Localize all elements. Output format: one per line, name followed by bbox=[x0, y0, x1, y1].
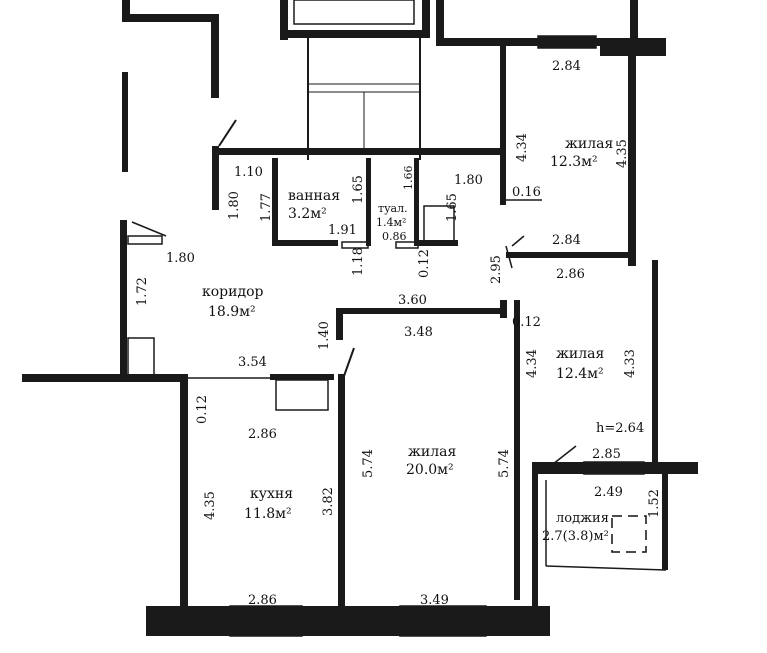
dim-label: 2.86 bbox=[248, 427, 277, 442]
wall bbox=[422, 0, 430, 38]
dim-label: 2.86 bbox=[248, 593, 277, 608]
room-name-loggia: лоджия bbox=[556, 511, 609, 526]
dim-label: 1.72 bbox=[135, 277, 150, 306]
room-area-loggia: 2.7(3.8)м² bbox=[542, 529, 609, 544]
stair-box bbox=[293, 0, 415, 25]
wall bbox=[662, 470, 668, 570]
dim-label: 5.74 bbox=[361, 449, 376, 478]
dim-label: 4.34 bbox=[525, 349, 540, 378]
dim-label: 0.12 bbox=[512, 315, 541, 330]
dim-label: 1.52 bbox=[647, 489, 662, 518]
wall bbox=[22, 374, 186, 382]
wall bbox=[506, 252, 636, 258]
room-labels: жилая 12.3м² ванная 3.2м² туал. 1.4м² ко… bbox=[202, 136, 644, 544]
wall bbox=[280, 0, 288, 40]
dim-label: 1.65 bbox=[351, 175, 366, 204]
wall bbox=[122, 72, 128, 172]
wall bbox=[272, 158, 278, 246]
dim-label: 5.74 bbox=[497, 449, 512, 478]
dim-label: 2.84 bbox=[552, 233, 581, 248]
room-area-living-top: 12.3м² bbox=[550, 154, 598, 170]
dim-label: 1.91 bbox=[328, 223, 357, 238]
dim-label: 1.65 bbox=[445, 193, 460, 222]
wall bbox=[628, 46, 636, 266]
dim-label: 3.49 bbox=[420, 593, 449, 608]
dim-label: 3.82 bbox=[321, 487, 336, 516]
wall bbox=[514, 300, 520, 600]
dim-label: 4.33 bbox=[623, 349, 638, 378]
wall bbox=[122, 0, 130, 22]
dim-label: 3.48 bbox=[404, 325, 433, 340]
room-area-corridor: 18.9м² bbox=[208, 304, 256, 320]
dim-label: 4.34 bbox=[515, 133, 530, 162]
height-note: h=2.64 bbox=[596, 421, 644, 436]
wall bbox=[338, 374, 345, 612]
room-area-kitchen: 11.8м² bbox=[244, 506, 292, 522]
dim-label: 1.80 bbox=[227, 191, 242, 220]
room-name-corridor: коридор bbox=[202, 284, 264, 300]
wall bbox=[120, 220, 127, 380]
dim-label: 2.95 bbox=[489, 255, 504, 284]
wall bbox=[500, 155, 506, 205]
dim-label: 1.40 bbox=[317, 321, 332, 350]
room-name-kitchen: кухня bbox=[250, 486, 293, 502]
dim-label: 3.60 bbox=[398, 293, 427, 308]
dim-label: 0.12 bbox=[417, 249, 432, 278]
bath-door-frame bbox=[341, 241, 369, 249]
walls bbox=[22, 0, 698, 637]
wall bbox=[652, 260, 658, 470]
wall bbox=[218, 148, 504, 155]
wall bbox=[336, 308, 343, 340]
wall bbox=[532, 462, 698, 474]
dim-label: 1.18 bbox=[351, 247, 366, 276]
loggia-dashed-box bbox=[611, 515, 647, 553]
dim-label: 4.35 bbox=[203, 491, 218, 520]
dim-label: 1.77 bbox=[259, 193, 274, 222]
room-name-toilet: туал. bbox=[378, 202, 408, 215]
room-area-living-right: 12.4м² bbox=[556, 366, 604, 382]
room-name-bathroom: ванная bbox=[288, 188, 340, 204]
dim-label: 2.84 bbox=[552, 59, 581, 74]
dim-label: 0.16 bbox=[512, 185, 541, 200]
dim-label: 0.86 bbox=[382, 230, 407, 243]
dim-label: 2.85 bbox=[592, 447, 621, 462]
dim-label: 0.12 bbox=[195, 395, 210, 424]
wall bbox=[336, 308, 506, 314]
wall bbox=[270, 374, 334, 380]
dim-label: 3.54 bbox=[238, 355, 267, 370]
wall bbox=[500, 44, 506, 158]
room-name-living-right: жилая bbox=[556, 346, 604, 362]
wall bbox=[122, 14, 217, 22]
dim-label: 1.80 bbox=[454, 173, 483, 188]
room-area-toilet: 1.4м² bbox=[376, 216, 406, 229]
wall bbox=[280, 30, 430, 38]
dimensions: 2.84 1.10 1.80 0.16 1.91 0.86 1.80 2.84 … bbox=[135, 59, 662, 608]
wall bbox=[211, 14, 219, 98]
dim-label: 2.49 bbox=[594, 485, 623, 500]
dim-label: 1.80 bbox=[166, 251, 195, 266]
room-area-bathroom: 3.2м² bbox=[288, 206, 327, 222]
wall bbox=[146, 606, 550, 636]
wall bbox=[180, 374, 188, 614]
wall bbox=[500, 300, 507, 318]
room-name-living-main: жилая bbox=[408, 444, 456, 460]
wall bbox=[532, 470, 538, 610]
dim-label: 1.66 bbox=[402, 166, 415, 191]
room-area-living-main: 20.0м² bbox=[406, 462, 454, 478]
wall bbox=[366, 158, 371, 246]
wall bbox=[414, 158, 419, 246]
dim-label: 2.86 bbox=[556, 267, 585, 282]
dim-label: 1.10 bbox=[234, 165, 263, 180]
wall bbox=[418, 240, 458, 246]
wall bbox=[630, 0, 638, 46]
room-name-living-top: жилая bbox=[565, 136, 613, 152]
wall bbox=[212, 146, 219, 210]
wall bbox=[272, 240, 338, 246]
wall bbox=[436, 0, 444, 46]
dim-label: 4.35 bbox=[615, 139, 630, 168]
window bbox=[537, 35, 597, 49]
